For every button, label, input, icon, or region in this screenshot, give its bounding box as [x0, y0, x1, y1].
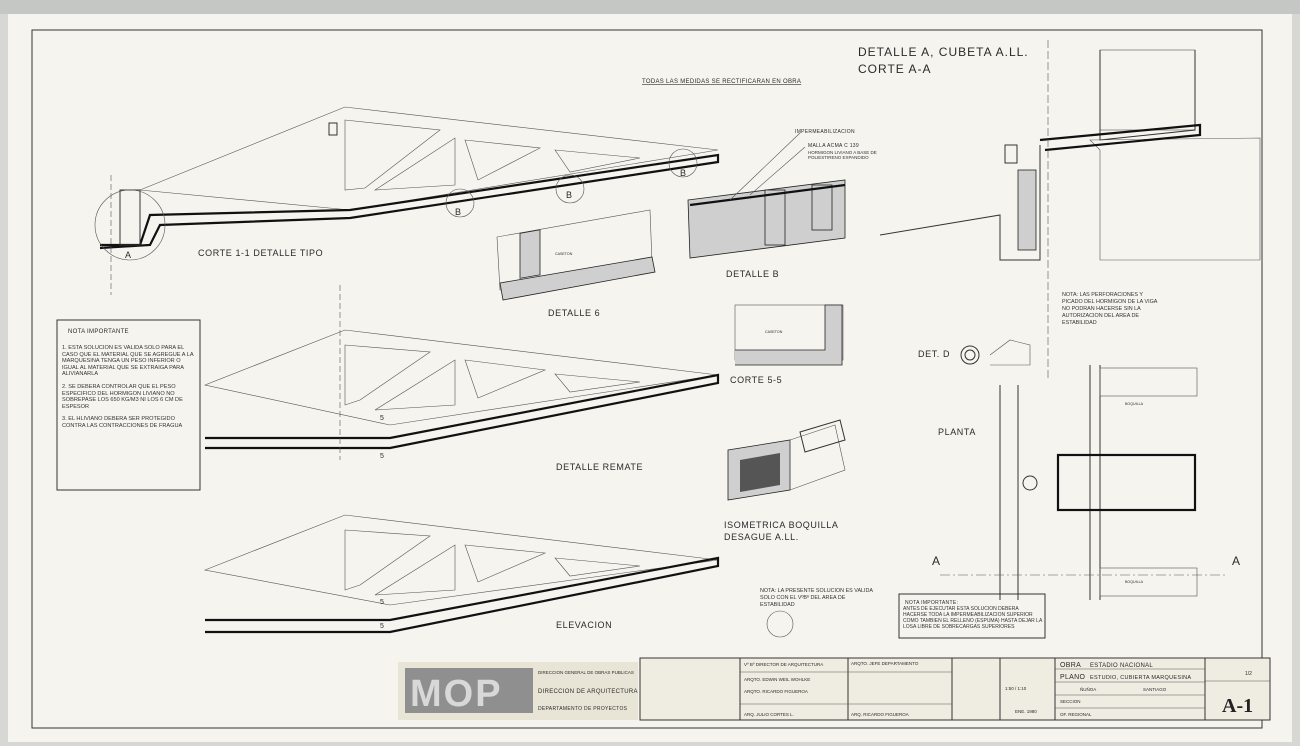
- section-5-bottom: 5: [380, 453, 384, 460]
- section-5-top: 5: [380, 415, 384, 422]
- detalle-6-drawing: CASETON: [496, 209, 656, 301]
- nota-right-text: ANTES DE EJECUTAR ESTA SOLUCION DEBERA H…: [903, 606, 1043, 630]
- provincia: SANTIAGO: [1143, 687, 1167, 692]
- elevacion-title: ELEVACION: [556, 620, 612, 630]
- detalle-remate-drawing: [203, 285, 720, 460]
- arq3: ARQ. JULIO CORTES L.: [744, 712, 794, 717]
- fecha: ENE. 1980: [1015, 709, 1037, 714]
- title-block: MOP DIRECCION GENERAL DE OBRAS PUBLICAS …: [398, 657, 1271, 721]
- callout-malla: MALLA ACMA C 139: [808, 143, 859, 149]
- obra-value: ESTADIO NACIONAL: [1090, 663, 1153, 669]
- callout-hormigon: HORMIGON LIVIANO A BASE DE POLIESTIRENO …: [808, 150, 877, 160]
- escala: 1:50 / 1:10: [1005, 686, 1027, 691]
- nota-item-1: 1. ESTA SOLUCION ES VALIDA SOLO PARA EL …: [62, 345, 194, 378]
- marker-a: A: [125, 250, 132, 260]
- section-mark-a-left: A: [932, 554, 941, 568]
- nota-importante-right: NOTA IMPORTANTE: ANTES DE EJECUTAR ESTA …: [898, 593, 1046, 639]
- corte-5-5-title: CORTE 5-5: [730, 375, 782, 385]
- mop-logo-text: MOP: [410, 673, 503, 715]
- arq4: ARQ. RICARDO FIGUEROA: [851, 712, 909, 717]
- caseton-label: CASETON: [555, 252, 573, 256]
- isometrica-drawing: [727, 419, 846, 501]
- nota-solucion: NOTA: LA PRESENTE SOLUCION ES VALIDA SOL…: [760, 588, 873, 608]
- elevacion-drawing: [203, 514, 720, 634]
- detalle-b-drawing: IMPERMEABILIZACION MALLA ACMA C 139 HORM…: [687, 129, 877, 259]
- stamp: [766, 610, 794, 638]
- clave: A-1: [1222, 695, 1253, 717]
- boquilla-label-2: BOQUILLA: [1125, 580, 1144, 584]
- marker-b3: B: [680, 168, 687, 178]
- general-note: TODAS LAS MEDIDAS SE RECTIFICARAN EN OBR…: [642, 79, 801, 85]
- nota-perforaciones: NOTA: LAS PERFORACIONES Y PICADO DEL HOR…: [1062, 292, 1158, 326]
- seccion: SECCION: [1060, 699, 1081, 704]
- isometrica-title: ISOMETRICA BOQUILLA: [724, 520, 838, 530]
- org1: DIRECCION GENERAL DE OBRAS PUBLICAS: [538, 670, 634, 675]
- corte-5-5-drawing: CASETON: [734, 304, 844, 366]
- detalle-remate-title: DETALLE REMATE: [556, 462, 643, 472]
- director-label: Vº Bº DIRECTOR DE ARQUITECTURA: [744, 662, 823, 667]
- nota-item-3: 3. EL HLIVIANO DEBERA SER PROTEGIDO CONT…: [62, 416, 183, 429]
- det-d-title: DET. D: [918, 349, 950, 359]
- arq1: ARQTO. EDWIN WEIL WOHLKE: [744, 677, 810, 682]
- planta-title: PLANTA: [938, 427, 976, 437]
- comuna: ÑUÑOA: [1080, 686, 1096, 692]
- plano-value: ESTUDIO, CUBIERTA MARQUESINA: [1090, 675, 1191, 681]
- paper: [8, 12, 1292, 742]
- section-mark-a-right: A: [1232, 554, 1241, 568]
- corte-1-1-title: CORTE 1-1 DETALLE TIPO: [198, 248, 323, 258]
- jefe-label: ARQTO. JEFE DEPARTAMENTO: [851, 661, 919, 666]
- nota-importante-left: NOTA IMPORTANTE 1. ESTA SOLUCION ES VALI…: [56, 319, 201, 491]
- corte-1-1-drawing: [94, 106, 720, 295]
- detalle-b-title: DETALLE B: [726, 269, 779, 279]
- detalle-a-title: DETALLE A, CUBETA A.LL.: [858, 45, 1029, 59]
- marker-b2: B: [566, 190, 573, 200]
- planta-drawing: [940, 365, 1225, 600]
- drawing-frame: [31, 29, 1263, 729]
- arq2: ARQTO. RICARDO FIGUEROA: [744, 689, 808, 694]
- callout-imper: IMPERMEABILIZACION: [795, 129, 855, 135]
- caseton-label-2: CASETON: [765, 330, 783, 334]
- nota-item-2: 2. SE DEBERA CONTROLAR QUE EL PESO ESPEC…: [62, 383, 183, 410]
- isometrica-title-2: DESAGUE A.LL.: [724, 532, 799, 542]
- marker-b1: B: [455, 207, 462, 217]
- org3: DEPARTAMENTO DE PROYECTOS: [538, 706, 628, 712]
- plano-label: PLANO: [1060, 674, 1085, 681]
- nota-title: NOTA IMPORTANTE: [68, 329, 129, 335]
- nota-right-title: NOTA IMPORTANTE:: [905, 600, 958, 606]
- org2: DIRECCION DE ARQUITECTURA: [538, 689, 638, 695]
- lamina: 1/2: [1245, 671, 1252, 677]
- section-5-elev-top: 5: [380, 599, 384, 606]
- section-5-elev-bottom: 5: [380, 623, 384, 630]
- detalle-6-title: DETALLE 6: [548, 308, 600, 318]
- boquilla-label-1: BOQUILLA: [1125, 402, 1144, 406]
- obra-label: OBRA: [1060, 662, 1081, 669]
- regional: OF. REGIONAL: [1060, 712, 1092, 717]
- mop-logo: [405, 668, 533, 713]
- detalle-a-drawing: [879, 40, 1261, 380]
- corte-aa-title: CORTE A-A: [858, 62, 931, 76]
